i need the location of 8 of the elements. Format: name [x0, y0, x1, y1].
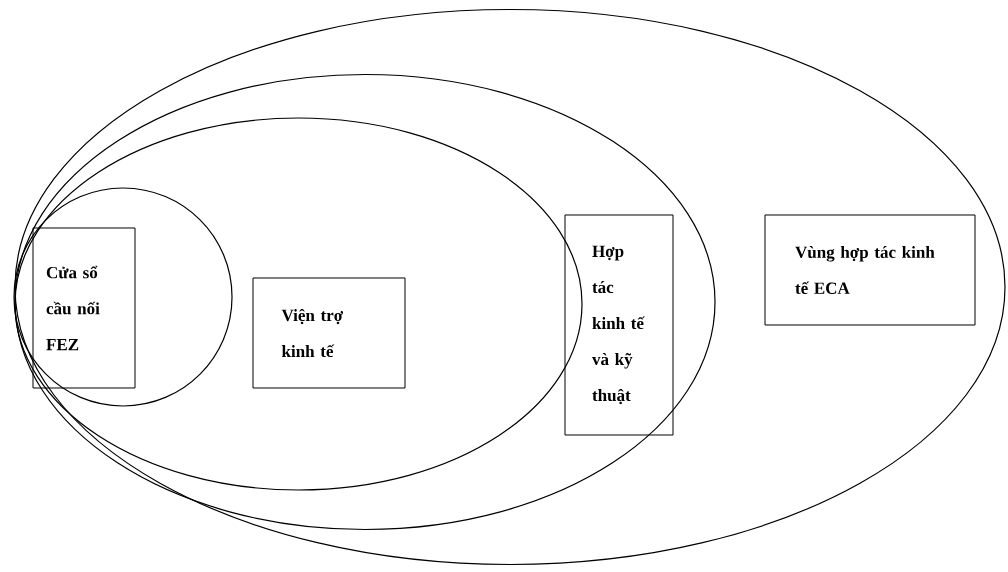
- text-box: Viện trợ kinh tế: [252, 277, 406, 389]
- ellipse: [14, 117, 583, 491]
- circle: [13, 187, 233, 407]
- text-box: Vùng hợp tác kinh tế ECA: [764, 214, 976, 326]
- text-box: Hợp tác kinh tế và kỹ thuật: [564, 214, 674, 436]
- ellipse: [14, 8, 1006, 566]
- text-box: Cửa sổ cầu nối FEZ: [32, 227, 136, 389]
- ellipse: [14, 73, 716, 531]
